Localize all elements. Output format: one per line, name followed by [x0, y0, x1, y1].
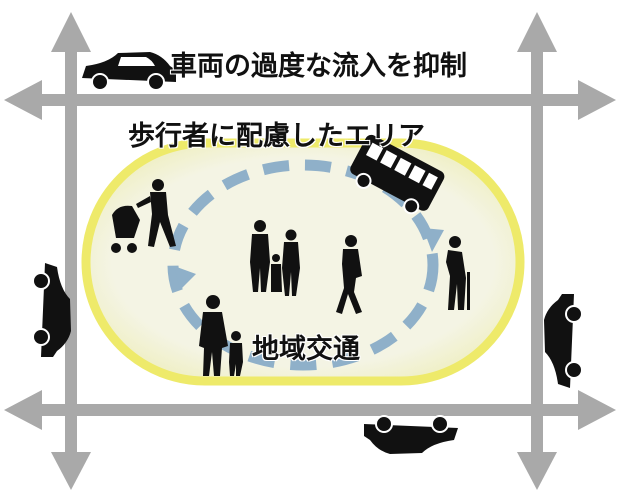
horizontal-arrow-bottom — [4, 390, 616, 430]
local-traffic-loop — [167, 159, 444, 371]
road-arrows — [4, 12, 616, 490]
local-traffic-label: 地域交通 — [252, 334, 360, 365]
horizontal-arrow-top — [4, 80, 616, 120]
parent-child-icon — [199, 295, 243, 376]
vertical-arrow-right — [517, 12, 557, 490]
car-icon — [82, 52, 176, 91]
car-icon — [544, 294, 583, 388]
bus-icon — [350, 134, 445, 215]
traffic-restriction-label: 車両の過度な流入を抑制 — [170, 51, 467, 82]
vertical-arrow-left — [51, 12, 91, 490]
walking-person-icon — [336, 235, 362, 314]
stroller-person-icon — [111, 179, 176, 253]
elderly-person-icon — [446, 236, 470, 310]
pedestrian-area-label: 歩行者に配慮したエリア — [128, 121, 425, 152]
loop-arrowhead-right — [423, 228, 444, 252]
family-icon — [250, 220, 300, 296]
loop-arrowhead-left — [174, 266, 196, 290]
car-icon — [32, 263, 71, 357]
car-icon — [364, 415, 458, 454]
